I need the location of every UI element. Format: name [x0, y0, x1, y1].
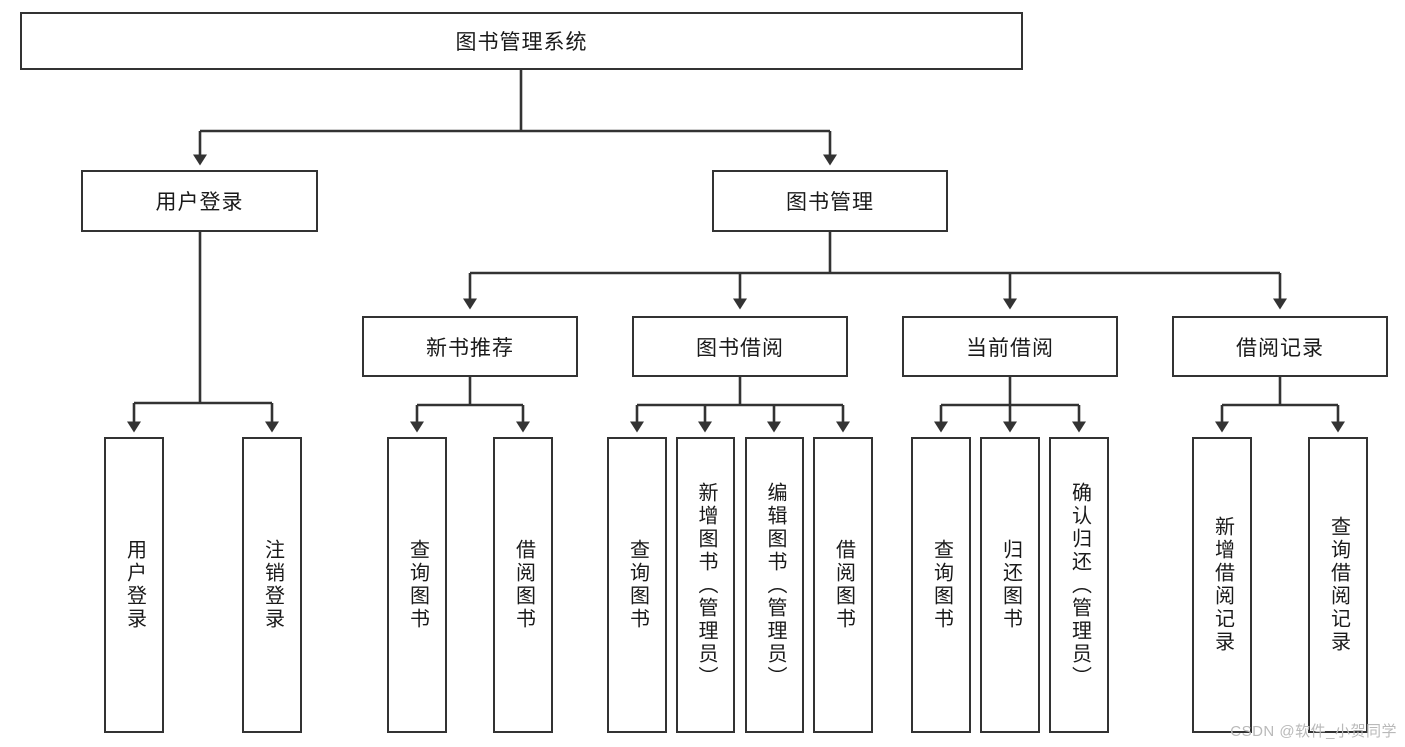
leaf-confirm-return-admin-label: 确认归还（管理员）	[1068, 481, 1091, 689]
node-current-borrow-label: 当前借阅	[966, 336, 1054, 360]
leaf-user-login-label: 用户登录	[123, 539, 146, 631]
leaf-user-login[interactable]: 用户登录	[104, 437, 164, 733]
leaf-add-borrow-record[interactable]: 新增借阅记录	[1192, 437, 1252, 733]
node-borrow-record[interactable]: 借阅记录	[1172, 316, 1388, 377]
node-root-label: 图书管理系统	[455, 31, 588, 54]
leaf-recommend-borrow-book-label: 借阅图书	[512, 539, 535, 631]
node-root[interactable]: 图书管理系统	[20, 12, 1023, 70]
leaf-add-book-admin[interactable]: 新增图书（管理员）	[676, 437, 735, 733]
leaf-borrow-book[interactable]: 借阅图书	[813, 437, 873, 733]
node-user-login[interactable]: 用户登录	[81, 170, 318, 232]
leaf-edit-book-admin-label: 编辑图书（管理员）	[764, 481, 786, 689]
node-borrow-record-label: 借阅记录	[1236, 336, 1324, 360]
leaf-logout-label: 注销登录	[261, 539, 284, 631]
node-book-management[interactable]: 图书管理	[712, 170, 948, 232]
leaf-borrow-book-label: 借阅图书	[832, 539, 855, 631]
leaf-borrow-query-book[interactable]: 查询图书	[607, 437, 667, 733]
node-current-borrow[interactable]: 当前借阅	[902, 316, 1118, 377]
node-new-book-recommend-label: 新书推荐	[426, 336, 514, 360]
leaf-current-query-book[interactable]: 查询图书	[911, 437, 971, 733]
node-new-book-recommend[interactable]: 新书推荐	[362, 316, 578, 377]
node-user-login-label: 用户登录	[155, 191, 244, 214]
node-book-management-label: 图书管理	[786, 191, 874, 214]
leaf-logout[interactable]: 注销登录	[242, 437, 302, 733]
node-book-borrow-label: 图书借阅	[696, 336, 784, 360]
leaf-borrow-query-book-label: 查询图书	[626, 539, 649, 631]
leaf-current-query-book-label: 查询图书	[930, 539, 953, 631]
watermark: CSDN @软件_小贺同学	[1230, 723, 1397, 740]
leaf-return-book-label: 归还图书	[999, 539, 1022, 631]
leaf-add-book-admin-label: 新增图书（管理员）	[695, 481, 717, 689]
leaf-return-book[interactable]: 归还图书	[980, 437, 1040, 733]
leaf-confirm-return-admin[interactable]: 确认归还（管理员）	[1049, 437, 1109, 733]
leaf-recommend-query-book[interactable]: 查询图书	[387, 437, 447, 733]
leaf-recommend-query-book-label: 查询图书	[406, 539, 429, 631]
leaf-edit-book-admin[interactable]: 编辑图书（管理员）	[745, 437, 804, 733]
leaf-recommend-borrow-book[interactable]: 借阅图书	[493, 437, 553, 733]
leaf-add-borrow-record-label: 新增借阅记录	[1211, 516, 1234, 654]
node-book-borrow[interactable]: 图书借阅	[632, 316, 848, 377]
leaf-query-borrow-record[interactable]: 查询借阅记录	[1308, 437, 1368, 733]
leaf-query-borrow-record-label: 查询借阅记录	[1327, 516, 1350, 654]
